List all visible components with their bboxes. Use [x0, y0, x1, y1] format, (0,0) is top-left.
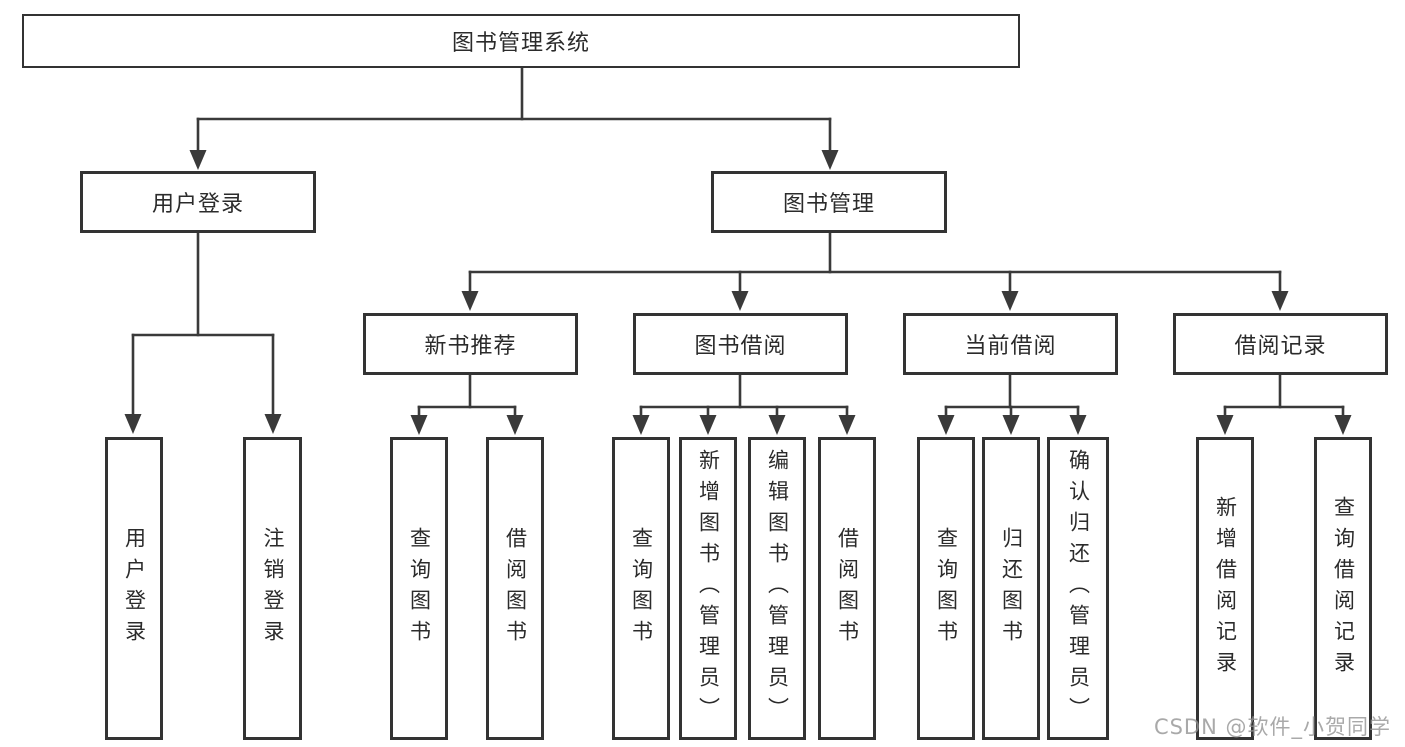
leaf-logout-label: 注销登录 [261, 526, 285, 651]
node-library-system-label: 图书管理系统 [451, 31, 590, 56]
csdn-watermark: CSDN @软件_小贺同学 [1153, 715, 1391, 739]
leaf-edit-books-admin-label: 编辑图书（管理员） [765, 449, 790, 728]
node-current-borrowing-label: 当前借阅 [964, 334, 1057, 359]
leaf-confirm-return-admin: 确认归还（管理员） [1047, 437, 1109, 740]
leaf-add-borrow-record-label: 新增借阅记录 [1213, 495, 1238, 682]
leaf-current-query-books: 查询图书 [917, 437, 975, 740]
node-user-login: 用户登录 [80, 171, 316, 233]
leaf-query-borrow-record-label: 查询借阅记录 [1331, 495, 1356, 682]
node-current-borrowing: 当前借阅 [903, 313, 1118, 375]
node-new-book-recommend-label: 新书推荐 [424, 334, 517, 359]
leaf-recommend-borrow-books: 借阅图书 [486, 437, 544, 740]
node-borrowing-records-label: 借阅记录 [1234, 334, 1327, 359]
leaf-borrowing-query-books-label: 查询图书 [629, 526, 654, 651]
leaf-borrowing-borrow-books-label: 借阅图书 [835, 526, 860, 651]
node-book-management-label: 图书管理 [782, 192, 875, 217]
leaf-confirm-return-admin-label: 确认归还（管理员） [1066, 449, 1091, 728]
leaf-borrowing-query-books: 查询图书 [612, 437, 670, 740]
leaf-recommend-query-books: 查询图书 [390, 437, 448, 740]
node-user-login-label: 用户登录 [151, 192, 244, 217]
node-library-system: 图书管理系统 [22, 14, 1020, 68]
leaf-logout: 注销登录 [243, 437, 302, 740]
leaf-query-borrow-record: 查询借阅记录 [1314, 437, 1372, 740]
leaf-user-login-label: 用户登录 [122, 526, 147, 651]
leaf-edit-books-admin: 编辑图书（管理员） [748, 437, 806, 740]
leaf-user-login: 用户登录 [105, 437, 163, 740]
node-book-management: 图书管理 [711, 171, 947, 233]
leaf-add-borrow-record: 新增借阅记录 [1196, 437, 1254, 740]
node-book-borrowing: 图书借阅 [633, 313, 848, 375]
leaf-recommend-borrow-books-label: 借阅图书 [503, 526, 528, 651]
node-borrowing-records: 借阅记录 [1173, 313, 1388, 375]
leaf-recommend-query-books-label: 查询图书 [407, 526, 432, 651]
leaf-add-books-admin-label: 新增图书（管理员） [696, 449, 721, 728]
leaf-borrowing-borrow-books: 借阅图书 [818, 437, 876, 740]
node-new-book-recommend: 新书推荐 [363, 313, 578, 375]
node-book-borrowing-label: 图书借阅 [694, 334, 787, 359]
leaf-add-books-admin: 新增图书（管理员） [679, 437, 737, 740]
leaf-return-books-label: 归还图书 [999, 526, 1024, 651]
leaf-current-query-books-label: 查询图书 [934, 526, 959, 651]
leaf-return-books: 归还图书 [982, 437, 1040, 740]
